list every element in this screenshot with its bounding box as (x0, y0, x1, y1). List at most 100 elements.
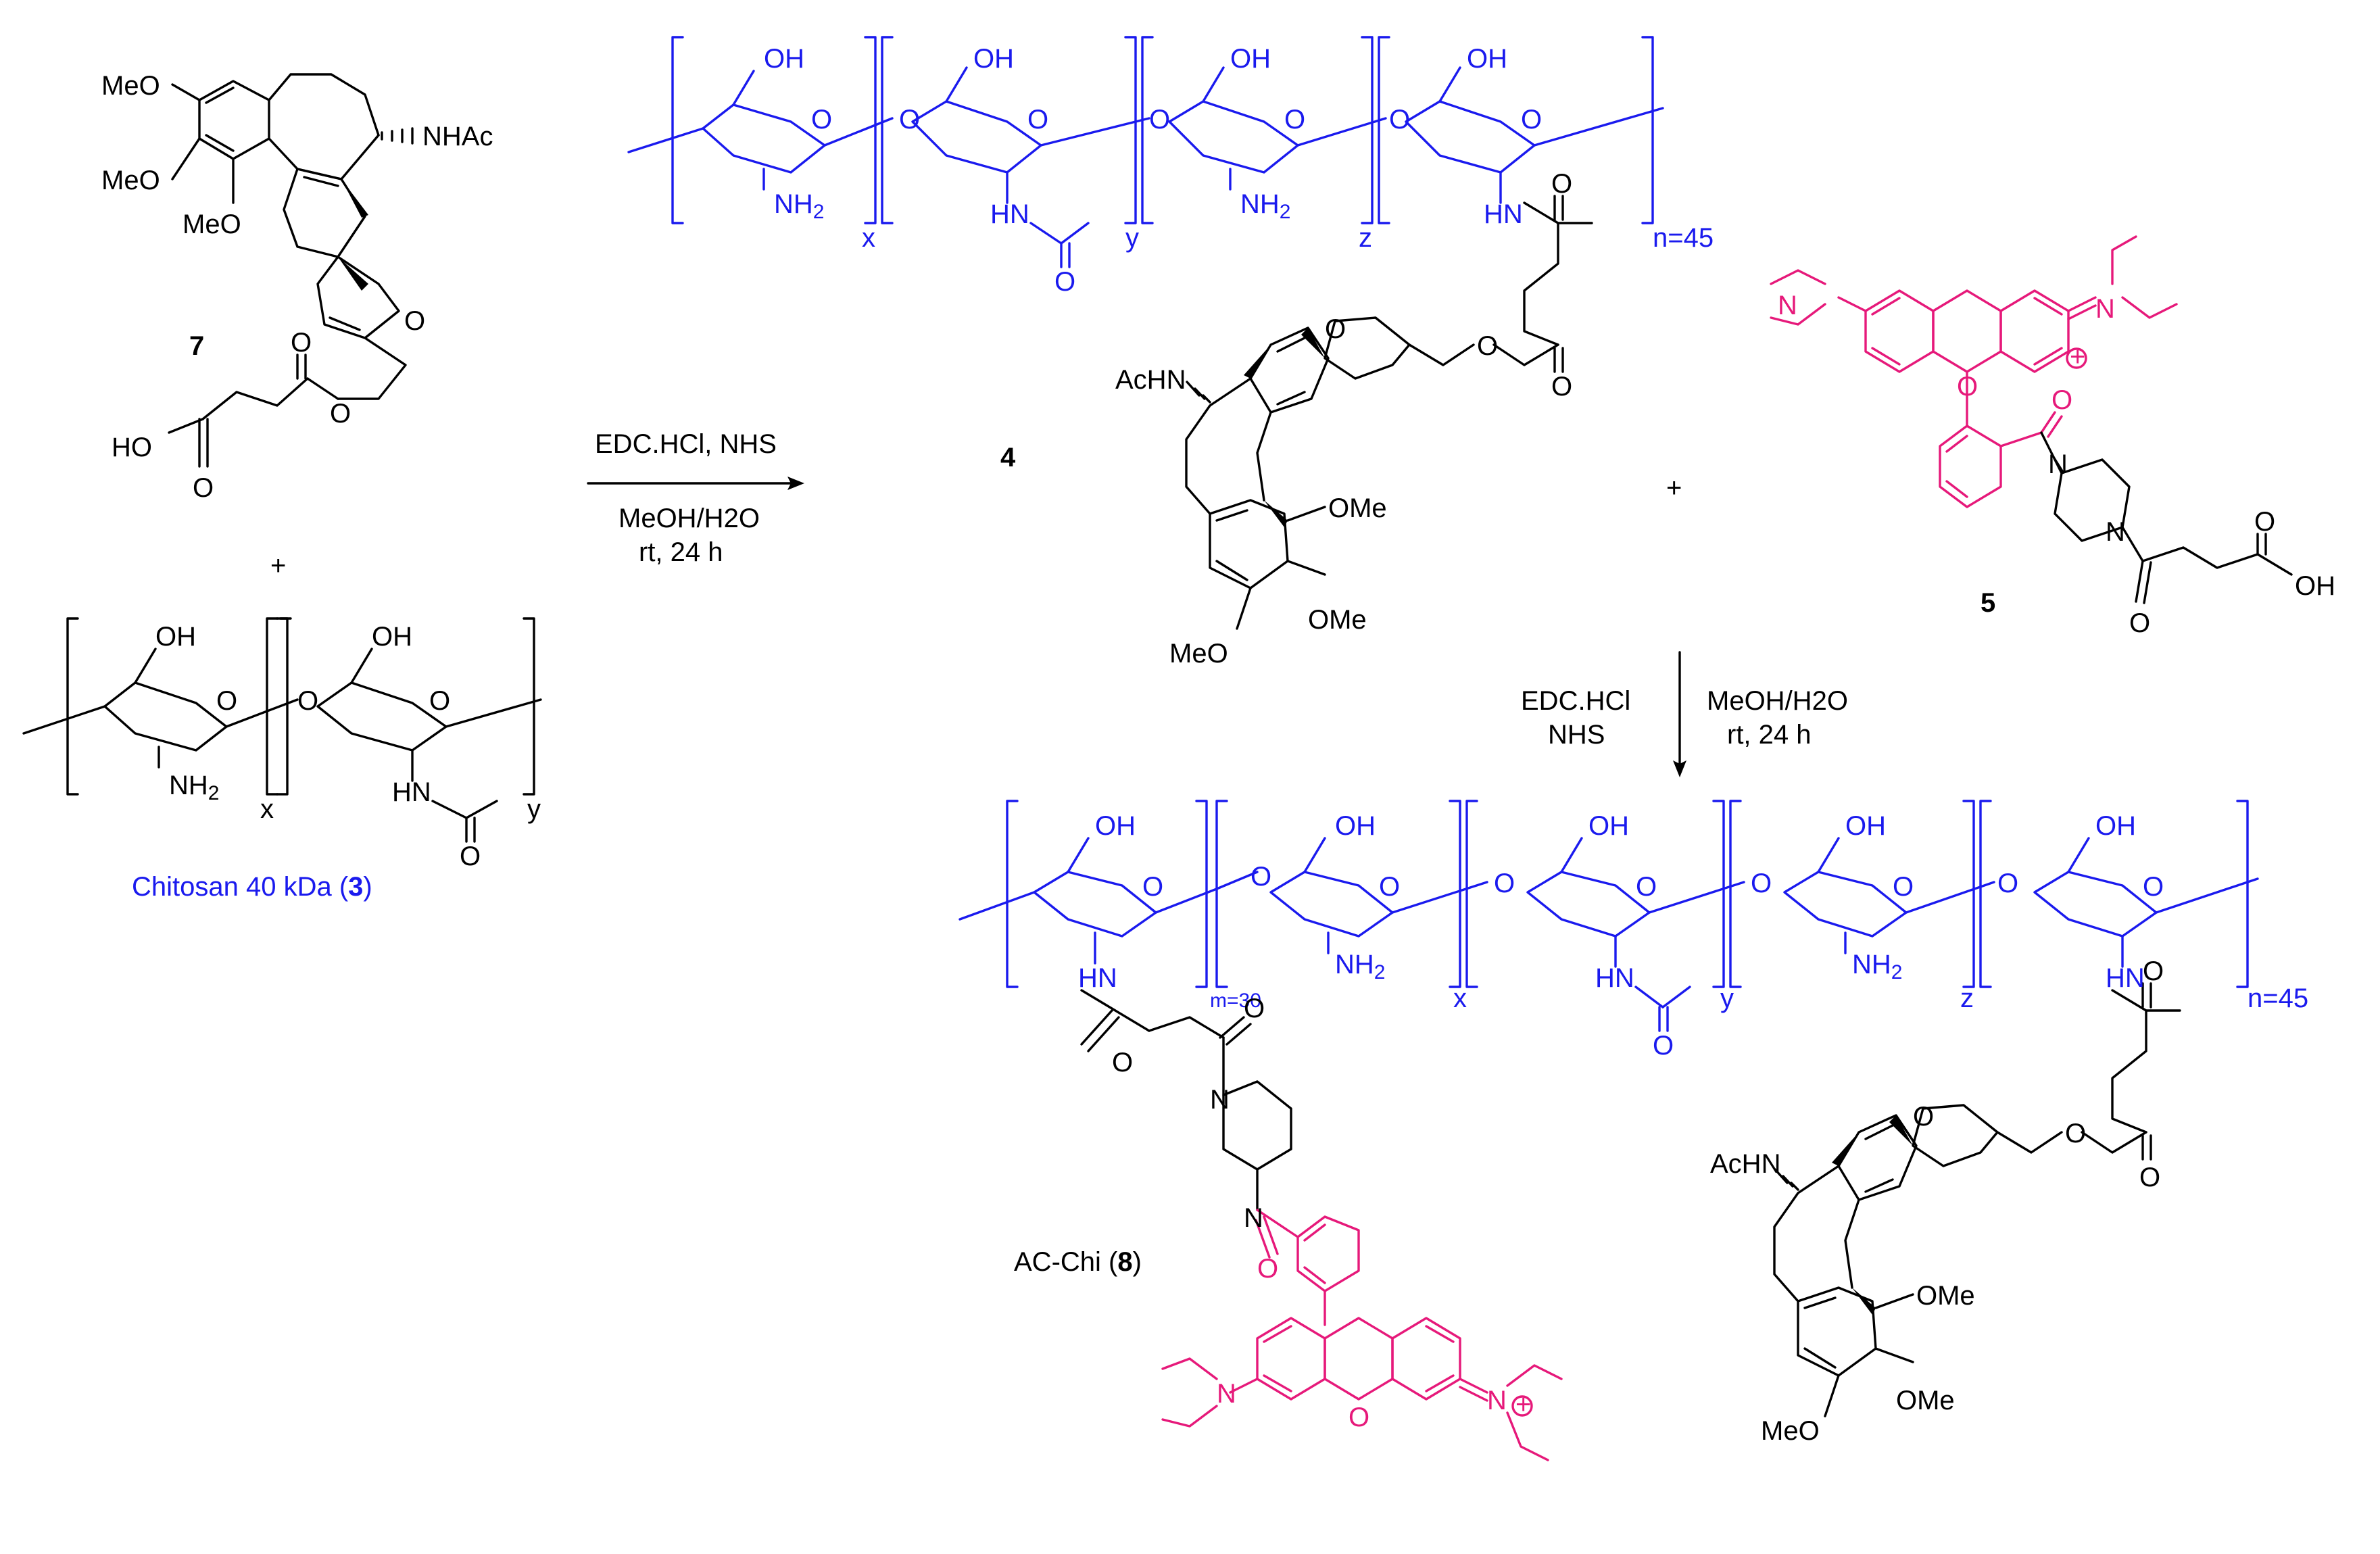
c4-nh2-2: NH2 (1240, 189, 1290, 223)
compound-5-label: 5 (1981, 588, 1995, 618)
c7-ome-1: MeO (101, 71, 160, 101)
compound-7-label: 7 (189, 331, 204, 361)
c4-glyco-o-2: O (1149, 105, 1170, 135)
c4-unit-x: x (862, 223, 875, 253)
c4-ring-o-4: O (1521, 105, 1542, 135)
c8-rhod-n-left: N (1217, 1379, 1236, 1409)
compound-5-structure (1770, 235, 2293, 604)
reaction-1-solvent: MeOH/H2O (618, 504, 760, 533)
c4-acetyl-o: O (1054, 267, 1075, 297)
reaction-2-reagent-2: NHS (1548, 720, 1605, 750)
chitosan-ring-o-2: O (429, 686, 450, 716)
c4-oh-2: OH (973, 44, 1014, 74)
chitosan-oh-1: OH (155, 622, 196, 652)
c7-nhac: NHAc (422, 122, 493, 151)
c8-glyco-o-1: O (1250, 862, 1271, 892)
c8-rhod-n-right: N (1487, 1386, 1507, 1415)
chitosan-ring-o-1: O (216, 686, 237, 716)
c5-plus: + (2070, 342, 2085, 372)
c8-nhac-hash (1774, 1168, 1799, 1191)
c5-xanthene-o: O (1957, 372, 1978, 402)
chitosan-hn: HN (392, 777, 431, 807)
c8-ring-o-4: O (1893, 872, 1914, 902)
c4-hn-1: HN (990, 199, 1029, 229)
c8-unit-z: z (1960, 984, 1974, 1013)
chitosan-oh-2: OH (372, 622, 412, 652)
c8-ome-1: OMe (1916, 1281, 1975, 1311)
compound-8-polymer (958, 800, 2259, 1461)
c4-hn-2: HN (1484, 199, 1523, 229)
reaction-1-reagents: EDC.HCl, NHS (595, 429, 777, 459)
reaction-2-reagent-1: EDC.HCl (1521, 686, 1630, 716)
c8-rhod-plus: + (1515, 1390, 1531, 1419)
c8-oh-2: OH (1335, 811, 1376, 841)
c8-hn-1: HN (1078, 963, 1117, 993)
c8-glyco-o-3: O (1751, 869, 1772, 898)
c8-nh2-1: NH2 (1335, 950, 1385, 984)
c8-unit-y: y (1720, 984, 1734, 1013)
plus-sign-2: + (1666, 473, 1682, 503)
chitosan-glyco-o: O (297, 686, 318, 716)
c8-ester-o: O (2065, 1119, 2086, 1148)
c5-keto-o: O (2129, 608, 2150, 638)
c8-achn: AcHN (1710, 1149, 1780, 1179)
c8-linker-o-1: O (1112, 1048, 1133, 1077)
c5-n-right: N (2095, 294, 2115, 324)
c4-glyco-o-3: O (1389, 105, 1410, 135)
chitosan-acetyl-o: O (460, 842, 481, 871)
c8-glyco-o-2: O (1494, 869, 1515, 898)
c8-ome-2: OMe (1896, 1386, 1955, 1415)
c4-oh-1: OH (764, 44, 804, 74)
c4-ring-o-2: O (1027, 105, 1048, 135)
c8-m-label: m=30 (1210, 990, 1261, 1012)
c8-ring-o-3: O (1636, 872, 1657, 902)
c8-ester-keto-o: O (2139, 1163, 2160, 1192)
c5-pip-n-1: N (2048, 450, 2068, 479)
chitosan-nh2: NH2 (169, 771, 219, 804)
c4-unit-y: y (1125, 223, 1139, 253)
c8-ring-o-5: O (2143, 872, 2164, 902)
c5-n-left: N (1778, 291, 1797, 320)
c8-oh-5: OH (2095, 811, 2136, 841)
c4-ome-1: OMe (1328, 493, 1387, 523)
c5-pip-n-2: N (2106, 517, 2125, 547)
chitosan-y: y (527, 794, 541, 824)
c4-ester-o: O (1477, 331, 1498, 361)
c5-amide-o: O (2051, 385, 2072, 415)
chitosan-3-structure (22, 617, 542, 843)
c8-rhod-o: O (1349, 1403, 1369, 1432)
nhac-hash-bond (381, 127, 414, 145)
c5-acid-o: O (2254, 507, 2275, 537)
c4-oh-4: OH (1467, 44, 1507, 74)
c8-n-label: n=45 (2248, 984, 2308, 1013)
c4-glyco-o-1: O (899, 105, 920, 135)
c5-acid-oh: OH (2295, 571, 2335, 601)
c8-oh-4: OH (1845, 811, 1886, 841)
c7-ome-2: MeO (101, 166, 160, 195)
c8-glyco-o-4: O (1997, 869, 2018, 898)
c8-acetyl-o: O (1653, 1031, 1674, 1061)
c7-ome-3: MeO (183, 210, 241, 239)
chitosan-caption: Chitosan 40 kDa (3) (132, 872, 372, 902)
c4-ring-o-3: O (1284, 105, 1305, 135)
c4-n-label: n=45 (1653, 223, 1714, 253)
c7-ester-o: O (330, 399, 351, 429)
c4-ester-keto-o: O (1551, 372, 1572, 402)
reaction-arrow-2 (1673, 651, 1686, 777)
c4-ring-o-1: O (811, 105, 832, 135)
c4-furan-o: O (1325, 314, 1346, 344)
c8-hn-3: HN (2106, 963, 2145, 993)
c8-pip-n-2: N (1244, 1203, 1263, 1233)
c4-nh2-1: NH2 (774, 189, 824, 223)
c8-hn-2: HN (1595, 963, 1634, 993)
c7-keto-o: O (291, 328, 312, 358)
compound-8-caption: AC-Chi (8) (1014, 1247, 1142, 1277)
reaction-1-conditions: rt, 24 h (639, 537, 723, 567)
c8-oh-3: OH (1588, 811, 1629, 841)
c4-nhac-hash (1186, 381, 1211, 404)
plus-sign-1: + (270, 551, 286, 581)
c4-achn: AcHN (1115, 365, 1186, 395)
c8-ring-o-1: O (1142, 872, 1163, 902)
c8-pip-n-1: N (1210, 1085, 1230, 1115)
